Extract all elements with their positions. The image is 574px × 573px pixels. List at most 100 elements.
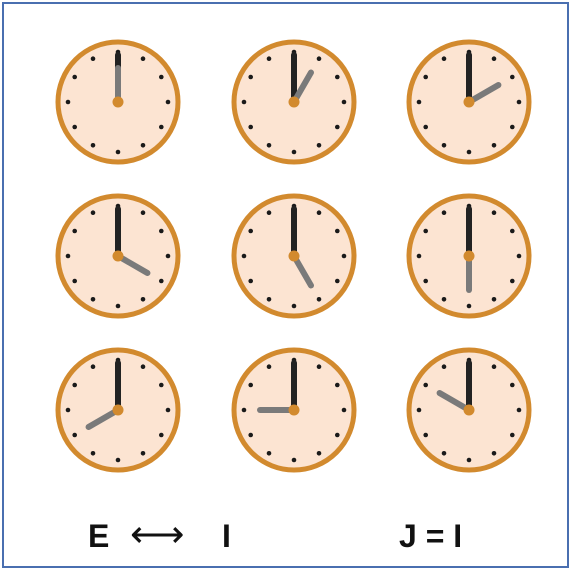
hour-tick: [316, 364, 322, 370]
hour-tick: [491, 364, 497, 370]
hour-tick: [466, 303, 472, 309]
hour-tick: [140, 143, 146, 148]
hour-tick: [423, 124, 429, 130]
hour-tick: [248, 432, 253, 438]
hour-hand: [436, 390, 472, 413]
clock-center: [288, 250, 300, 262]
hour-tick: [266, 143, 272, 148]
clock: [231, 39, 357, 165]
clock-center: [112, 250, 124, 262]
hour-tick: [441, 451, 447, 456]
hour-tick: [72, 432, 77, 438]
hour-tick: [165, 253, 171, 259]
hour-tick: [491, 56, 497, 61]
hour-tick: [248, 74, 253, 80]
hour-tick: [90, 210, 96, 215]
hour-tick: [316, 451, 322, 456]
hour-tick: [441, 297, 447, 302]
clock: [55, 39, 181, 165]
hour-hand: [85, 407, 121, 430]
hour-tick: [341, 407, 347, 413]
hour-tick: [159, 278, 164, 284]
hour-tick: [491, 143, 497, 148]
hour-tick: [416, 407, 422, 413]
hour-tick: [516, 253, 522, 259]
hour-tick: [248, 228, 253, 234]
clock: [231, 193, 357, 319]
hour-tick: [335, 278, 340, 284]
hour-tick: [291, 457, 297, 463]
clock: [55, 347, 181, 473]
hour-tick: [335, 432, 340, 438]
hour-tick: [65, 407, 71, 413]
hour-tick: [335, 124, 340, 130]
hour-tick: [416, 99, 422, 105]
hour-tick: [90, 56, 96, 61]
hour-tick: [423, 74, 429, 80]
clock-center: [463, 96, 475, 108]
hour-tick: [140, 56, 146, 61]
hour-tick: [140, 364, 146, 370]
hour-tick: [248, 382, 253, 388]
caption-letter-e: E: [88, 518, 110, 554]
hour-tick: [115, 149, 121, 155]
hour-tick: [266, 451, 272, 456]
hour-tick: [341, 253, 347, 259]
hour-tick: [423, 278, 429, 284]
hour-tick: [72, 124, 77, 130]
clock: [55, 193, 181, 319]
hour-tick: [316, 210, 322, 215]
caption-j-equals-i: J = I: [399, 518, 463, 554]
hour-tick: [65, 99, 71, 105]
hour-hand: [291, 69, 314, 105]
clock: [406, 193, 532, 319]
hour-tick: [341, 99, 347, 105]
hour-tick: [423, 382, 429, 388]
clock-center: [288, 404, 300, 416]
hour-tick: [466, 149, 472, 155]
hour-tick: [466, 457, 472, 463]
hour-tick: [165, 407, 171, 413]
clock: [231, 347, 357, 473]
clock: [406, 347, 532, 473]
clock-grid: [55, 39, 532, 473]
clock-center: [112, 96, 124, 108]
clock: [406, 39, 532, 165]
hour-tick: [241, 407, 247, 413]
hour-tick: [159, 74, 164, 80]
hour-tick: [90, 143, 96, 148]
hour-tick: [516, 99, 522, 105]
hour-tick: [416, 253, 422, 259]
hour-tick: [510, 382, 515, 388]
hour-tick: [65, 253, 71, 259]
hour-tick: [72, 382, 77, 388]
hour-tick: [441, 143, 447, 148]
hour-tick: [510, 124, 515, 130]
hour-tick: [140, 451, 146, 456]
figure-frame: E ⟷ I J = I: [2, 2, 569, 568]
hour-tick: [72, 228, 77, 234]
hour-tick: [510, 228, 515, 234]
hour-tick: [266, 210, 272, 215]
hour-tick: [165, 99, 171, 105]
hour-tick: [241, 99, 247, 105]
hour-tick: [510, 432, 515, 438]
hour-tick: [90, 364, 96, 370]
hour-hand: [115, 253, 151, 276]
hour-tick: [72, 278, 77, 284]
hour-tick: [115, 457, 121, 463]
clock-center: [463, 404, 475, 416]
hour-tick: [441, 56, 447, 61]
hour-tick: [423, 432, 429, 438]
hour-tick: [335, 74, 340, 80]
hour-tick: [241, 253, 247, 259]
hour-tick: [335, 382, 340, 388]
hour-tick: [90, 451, 96, 456]
hour-tick: [266, 364, 272, 370]
hour-tick: [159, 124, 164, 130]
hour-tick: [441, 364, 447, 370]
hour-tick: [140, 210, 146, 215]
hour-tick: [441, 210, 447, 215]
hour-tick: [266, 297, 272, 302]
hour-tick: [510, 74, 515, 80]
